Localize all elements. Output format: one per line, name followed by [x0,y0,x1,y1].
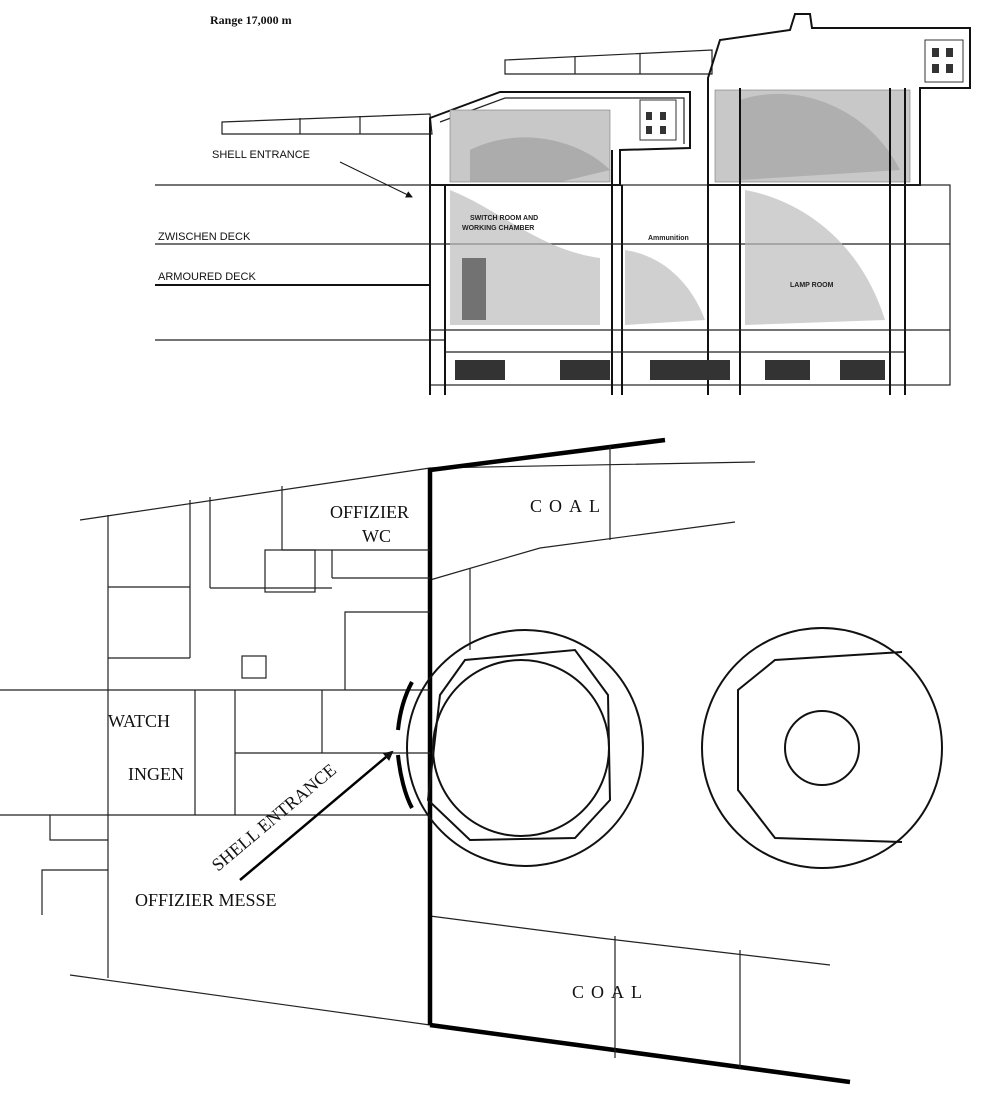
shell-entrance-opening-lower [396,754,414,809]
watch-label: WATCH [108,711,170,731]
forward-gun-barrel [221,113,433,135]
elevation-shell-entrance-arrow [339,161,413,198]
zwischen-deck-label: ZWISCHEN DECK [158,231,251,243]
offizier-messe-label: OFFIZIER MESSE [135,890,277,910]
shell-entrance-opening-upper [396,681,414,731]
switch-room-label-1: SWITCH ROOM AND [470,215,538,222]
coal-bottom-label: COAL [572,982,649,1002]
rear-turret-ring [701,627,943,869]
range-label: Range 17,000 m [210,13,292,27]
plan-view: OFFIZIER WC COAL COAL WATCH INGEN SHELL … [0,437,943,1085]
hull-lower-line-left [69,974,431,1026]
elevation-section-view: Range 17,000 m [155,13,971,395]
forward-turret-ring [406,629,644,867]
ammunition-label: Ammunition [648,235,689,242]
rear-gun-barrel [504,49,713,75]
switch-room-label-2: WORKING CHAMBER [462,225,534,232]
barbette-section: SWITCH ROOM AND WORKING CHAMBER Ammuniti… [429,88,951,395]
armoured-deck-label: ARMOURED DECK [158,271,256,283]
coal-bunker-upper-inner [429,521,736,581]
forward-turret [429,91,691,186]
coal-top-label: COAL [530,496,607,516]
rear-turret [707,13,971,186]
offizier-wc-label-1: OFFIZIER [330,502,409,522]
armoured-bulkhead-lower [429,1022,851,1085]
offizier-wc-label-2: WC [362,526,391,546]
lamp-room-label: LAMP ROOM [790,282,834,289]
plan-shell-entrance-arrow [239,750,394,881]
coal-bunker-lower-inner [429,915,831,966]
armoured-bulkhead-upper [427,437,666,1025]
ingen-label: INGEN [128,764,184,784]
hull-upper-line [79,461,756,521]
cabin-grid [0,486,430,978]
elevation-shell-entrance-label: SHELL ENTRANCE [212,149,310,161]
plan-shell-entrance-label: SHELL ENTRANCE [208,760,340,875]
